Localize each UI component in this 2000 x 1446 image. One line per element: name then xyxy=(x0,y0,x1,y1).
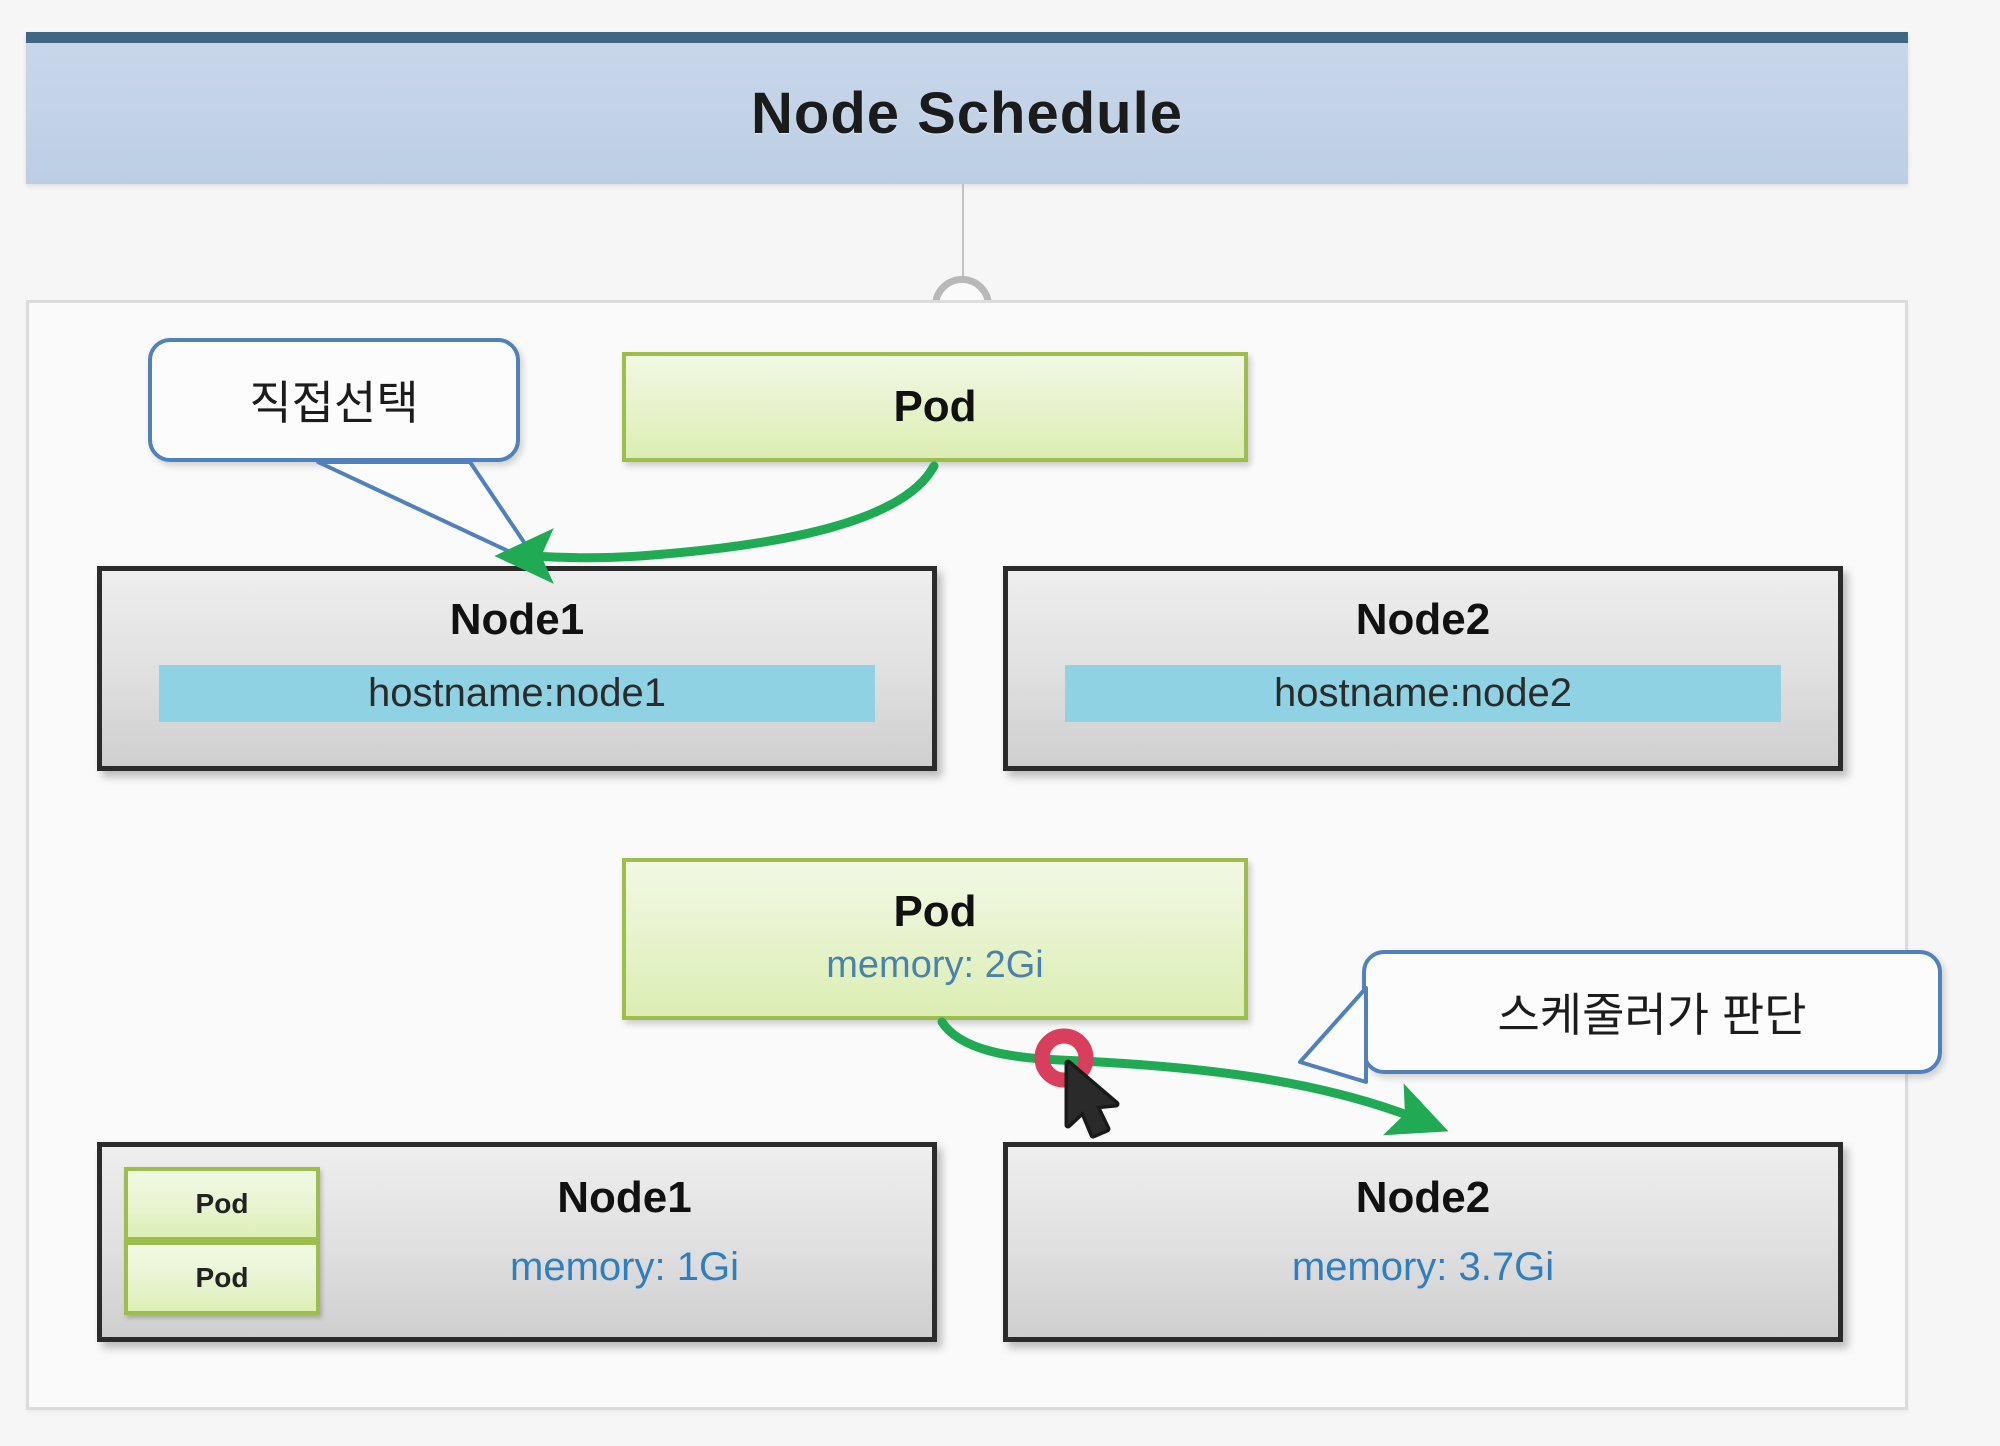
callout-direct-select-label: 직접선택 xyxy=(249,377,419,429)
node-box-bottom-node1-memory: memory: 1Gi xyxy=(510,1245,739,1289)
node-box-top-node2-title: Node2 xyxy=(1355,595,1491,644)
node-box-top-node2-hostname: hostname:node2 xyxy=(1065,665,1781,722)
callout-scheduler-decides: 스케줄러가 판단 xyxy=(1362,950,1942,1074)
pod-chip-1-label: Pod xyxy=(195,1188,249,1219)
pod-chip-2: Pod xyxy=(124,1241,320,1315)
page-title-banner: Node Schedule xyxy=(26,32,1908,184)
node-box-top-node2: Node2 hostname:node2 xyxy=(1003,566,1843,771)
callout-scheduler-decides-label: 스케줄러가 판단 xyxy=(1497,989,1807,1041)
pod-box-top: Pod xyxy=(622,352,1248,462)
callout-direct-select: 직접선택 xyxy=(148,338,520,462)
pod-box-bottom-title: Pod xyxy=(893,887,977,937)
node-box-bottom-node2-memory: memory: 3.7Gi xyxy=(1291,1245,1555,1289)
node-box-bottom-node1: Pod Pod Node1 memory: 1Gi xyxy=(97,1142,937,1342)
pod-chip-2-label: Pod xyxy=(195,1262,249,1293)
node-box-top-node1: Node1 hostname:node1 xyxy=(97,566,937,771)
node-box-bottom-node2-title: Node2 xyxy=(1355,1173,1491,1222)
node-box-bottom-node1-title: Node1 xyxy=(557,1173,692,1222)
pod-chip-1: Pod xyxy=(124,1167,320,1241)
pod-box-bottom-memory: memory: 2Gi xyxy=(826,944,1044,987)
node-box-top-node1-hostname: hostname:node1 xyxy=(159,665,875,722)
node-box-top-node1-title: Node1 xyxy=(449,595,585,644)
pod-box-top-title: Pod xyxy=(893,381,977,431)
banner-connector-line xyxy=(962,184,964,284)
pod-box-bottom: Pod memory: 2Gi xyxy=(622,858,1248,1020)
page-title: Node Schedule xyxy=(751,81,1183,146)
node-box-bottom-node2: Node2 memory: 3.7Gi xyxy=(1003,1142,1843,1342)
